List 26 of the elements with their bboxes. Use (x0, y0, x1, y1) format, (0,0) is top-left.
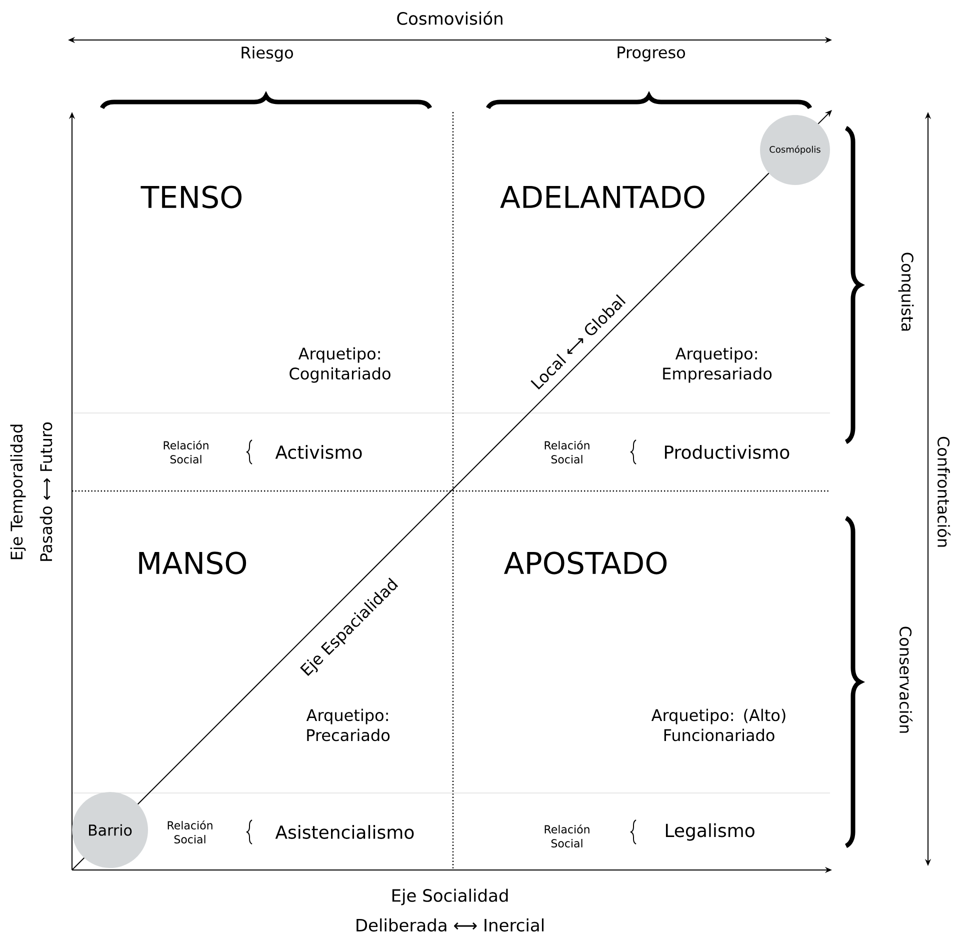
quadrant-title: APOSTADO (504, 552, 667, 574)
relation-value: Legalismo (666, 823, 754, 841)
relation-value: Asistencialismo (275, 825, 414, 839)
axis-title: Confrontación (938, 436, 951, 547)
relation-label: Relación Social (544, 440, 590, 464)
relation-value: Productivismo (664, 445, 790, 459)
axis-label: Deliberada ⟷ Inercial (356, 918, 544, 932)
axis-label: Pasado ⟷ Futuro (40, 422, 52, 561)
relation-label: Relación Social (164, 440, 208, 464)
axis-title: Eje Temporalidad (10, 424, 26, 560)
archetype-label: Arquetipo: Empresariado (663, 347, 772, 383)
quadrant-title: ADELANTADO (500, 186, 704, 208)
relation-value: Activismo (275, 445, 362, 459)
brace-label: Conservación (900, 626, 913, 733)
axis-title: Cosmovisión (397, 11, 502, 25)
brace-label: Riesgo (242, 46, 293, 62)
relation-label: Relación Social (544, 824, 590, 848)
brace-label: Conquista (898, 252, 914, 331)
brace-label: Progreso (618, 46, 685, 62)
quadrant-title: MANSO (139, 552, 246, 574)
axis-title: Eje Socialidad (392, 888, 508, 906)
relation-label: Relación Social (168, 820, 212, 844)
quadrant-title: TENSO (140, 186, 242, 208)
archetype-label: Arquetipo: Precariado (306, 708, 390, 742)
archetype-label: Arquetipo: (Alto) Funcionariado (651, 708, 786, 742)
archetype-label: Arquetipo: Cognitariado (290, 347, 390, 383)
